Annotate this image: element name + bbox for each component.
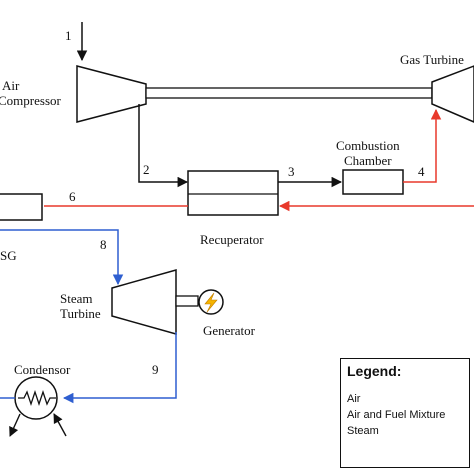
- steam-turbine-label: Steam Turbine: [60, 291, 101, 321]
- turbine-shaft: [145, 87, 433, 99]
- legend-item-air: Air: [347, 393, 361, 405]
- recuperator-shape: [187, 170, 279, 216]
- air-compressor-label: Air Compressor: [0, 78, 61, 108]
- air-compressor-label-line2: Compressor: [0, 93, 61, 108]
- hrsg-label: SG: [0, 248, 17, 263]
- stream-9-label: 9: [152, 362, 159, 377]
- cooling-water-out-arrow: [9, 413, 21, 437]
- condensor-label: Condensor: [14, 362, 71, 377]
- legend-title: Legend:: [347, 363, 402, 379]
- stream-8-label: 8: [100, 237, 107, 252]
- legend-item-steam: Steam: [347, 425, 379, 437]
- stream-3-label: 3: [288, 164, 295, 179]
- combustion-chamber-label-line2: Chamber: [343, 153, 392, 168]
- gas-turbine-shape: [431, 65, 474, 123]
- combustion-chamber-shape: [342, 169, 404, 195]
- stream-2-line: [138, 104, 189, 188]
- generator-label: Generator: [203, 323, 255, 338]
- combustion-chamber-label-line1: Combustion: [336, 138, 400, 153]
- air-compressor-label-line1: Air: [2, 78, 20, 93]
- cooling-water-in-arrow: [53, 413, 67, 437]
- condensor-coil: [18, 389, 56, 407]
- stream-6-label: 6: [69, 189, 76, 204]
- stream-8-line: [0, 229, 124, 286]
- stream-2-label: 2: [143, 162, 150, 177]
- air-compressor-shape: [76, 65, 147, 123]
- stream-4-label: 4: [418, 164, 425, 179]
- steam-turbine-label-line1: Steam: [60, 291, 93, 306]
- stream-4-line: [403, 108, 442, 183]
- stream-1-label: 1: [65, 28, 72, 43]
- legend: Legend: Air Air and Fuel Mixture Steam: [340, 358, 470, 468]
- lightning-icon: [204, 292, 218, 313]
- generator-shaft: [175, 295, 199, 307]
- combustion-chamber-label: Combustion Chamber: [336, 138, 400, 168]
- legend-item-air-fuel: Air and Fuel Mixture: [347, 409, 446, 421]
- gas-turbine-label: Gas Turbine: [400, 52, 464, 67]
- steam-turbine-label-line2: Turbine: [60, 306, 101, 321]
- stream-9-line: [62, 332, 177, 404]
- steam-turbine-shape: [111, 269, 177, 335]
- hrsg-shape: [0, 193, 43, 221]
- recuperator-label: Recuperator: [200, 232, 264, 247]
